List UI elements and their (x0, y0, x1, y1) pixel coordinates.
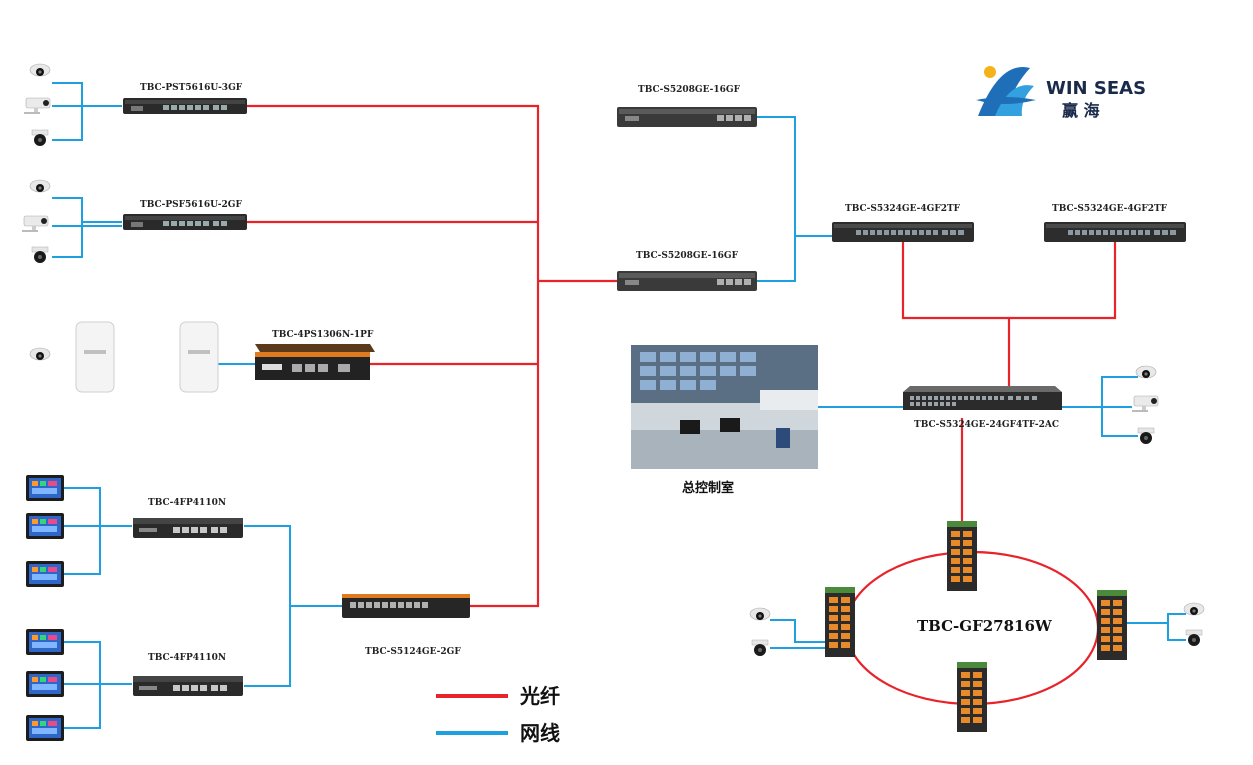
dome-camera-icon (749, 607, 771, 621)
touch-panel-icon (26, 671, 64, 697)
label-sw-pst1: TBC-PST5616U-3GF (140, 83, 243, 93)
wireless-bridge-icon (179, 321, 219, 393)
switch-s5208a-icon (617, 107, 757, 127)
wireless-bridge-icon (75, 321, 115, 393)
logo-text: WIN SEAS (1046, 78, 1146, 99)
ceiling-camera-icon (1185, 629, 1203, 647)
industrial-switch-bottom-icon (957, 662, 987, 732)
label-sw-pst2: TBC-PSF5616U-2GF (140, 200, 242, 210)
bullet-camera-icon (1131, 395, 1159, 413)
logo-text-chinese: 赢 海 (1062, 101, 1100, 120)
switch-4fp2-icon (133, 676, 243, 696)
label-sw-4fp1: TBC-4FP4110N (148, 498, 226, 508)
switch-s5324a-icon (832, 222, 974, 242)
dome-camera-icon (29, 179, 51, 193)
industrial-switch-top-icon (947, 521, 977, 591)
ceiling-camera-icon (751, 639, 769, 657)
dome-camera-icon (29, 347, 51, 361)
touch-panel-icon (26, 561, 64, 587)
network-links (52, 82, 1186, 729)
label-sw-s5208a: TBC-S5208GE-16GF (638, 85, 741, 95)
label-sw-s5324b: TBC-S5324GE-4GF2TF (1052, 204, 1168, 214)
label-sw-s5208b: TBC-S5208GE-16GF (636, 251, 739, 261)
switch-core-icon (903, 386, 1062, 410)
legend: 光纤 网线 (436, 684, 560, 745)
bullet-camera-icon (23, 97, 51, 115)
label-sw-s5324a: TBC-S5324GE-4GF2TF (845, 204, 961, 214)
dome-camera-icon (29, 63, 51, 77)
switch-4fp1-icon (133, 518, 243, 538)
label-sw-4ps: TBC-4PS1306N-1PF (272, 330, 374, 340)
touch-panel-icon (26, 629, 64, 655)
dome-camera-icon (1135, 365, 1157, 379)
label-sw-core: TBC-S5324GE-24GF4TF-2AC (914, 420, 1059, 430)
industrial-switch-left-icon (825, 587, 855, 657)
label-control-room: 总控制室 (682, 480, 734, 496)
touch-panel-icon (26, 715, 64, 741)
ceiling-camera-icon (31, 246, 49, 264)
label-sw-4fp2: TBC-4FP4110N (148, 653, 226, 663)
ceiling-camera-icon (31, 129, 49, 147)
touch-panel-icon (26, 513, 64, 539)
switch-s5124-icon (342, 594, 470, 618)
switch-s5208b-icon (617, 271, 757, 291)
bullet-camera-icon (21, 215, 49, 233)
legend-network-label: 网线 (520, 721, 560, 745)
win-seas-logo: WIN SEAS 赢 海 (976, 66, 1146, 120)
industrial-switch-right-icon (1097, 590, 1127, 660)
ceiling-camera-icon (1137, 427, 1155, 445)
switch-4ps-icon (255, 344, 375, 380)
label-sw-s5124: TBC-S5124GE-2GF (365, 647, 461, 657)
touch-panel-icon (26, 475, 64, 501)
legend-fiber-label: 光纤 (519, 684, 560, 708)
switch-s5324b-icon (1044, 222, 1186, 242)
label-ring: TBC-GF27816W (917, 617, 1053, 635)
fiber-links (247, 104, 1117, 706)
switch-pst1-icon (123, 98, 247, 114)
switch-pst2-icon (123, 214, 247, 230)
control-room-photo (631, 345, 818, 469)
dome-camera-icon (1183, 602, 1205, 616)
